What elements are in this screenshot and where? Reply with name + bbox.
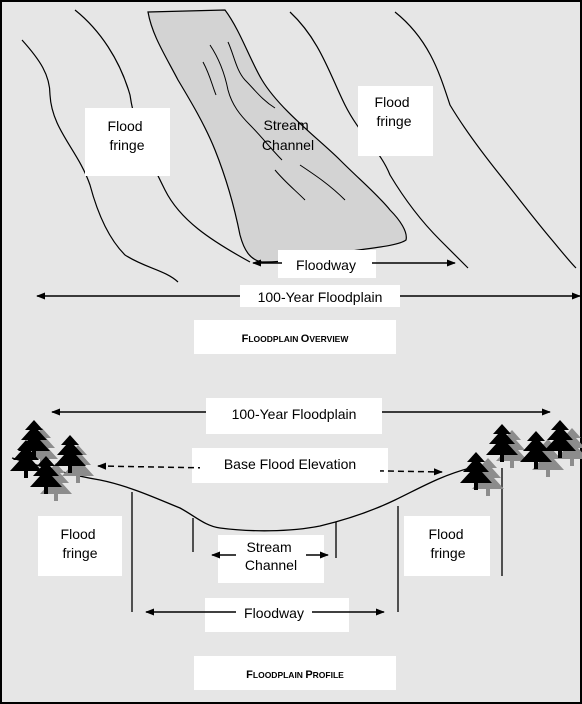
- profile-flood-fringe-right-box: [404, 516, 490, 576]
- base-flood-elevation-label: Base Flood Elevation: [224, 456, 356, 472]
- floodplain-profile: 100-Year Floodplain Base Flood Elevation…: [10, 398, 582, 690]
- floodplain-boundary-left: [21, 39, 179, 283]
- profile-caption: FLOODPLAIN PROFILE: [246, 669, 344, 681]
- flood-fringe-right-box: [358, 86, 433, 156]
- floodplain-box: [240, 285, 400, 307]
- flood-fringe-right-label: Flood fringe: [375, 94, 414, 129]
- profile-flood-fringe-left-box: [38, 516, 122, 576]
- profile-caption-box: [194, 656, 396, 690]
- streamline: [227, 41, 276, 109]
- ground-profile: [11, 457, 471, 532]
- floodplain-overview: Flood fringe Flood fringe Stream Channel…: [21, 9, 581, 354]
- stream-channel-label: Stream Channel: [262, 117, 314, 153]
- profile-flood-fringe-right-label: Flood fringe: [429, 526, 468, 561]
- floodway-boundary-right: [289, 11, 469, 269]
- profile-floodway-label: Floodway: [244, 605, 304, 621]
- profile-floodplain-box: [206, 398, 382, 434]
- streamline: [274, 169, 306, 201]
- overview-caption-box: [194, 320, 396, 354]
- floodplain-label: 100-Year Floodplain: [258, 289, 383, 305]
- flood-fringe-left-label: Flood fringe: [108, 118, 147, 153]
- floodplain-boundary-right: [394, 11, 577, 269]
- overview-caption: FLOODPLAIN OVERVIEW: [242, 333, 350, 345]
- profile-flood-fringe-left-label: Flood fringe: [61, 526, 100, 561]
- streamline: [202, 61, 217, 96]
- streamline: [209, 44, 283, 161]
- floodway-label: Floodway: [296, 257, 356, 273]
- profile-floodplain-label: 100-Year Floodplain: [232, 406, 357, 422]
- profile-stream-channel-label: Stream Channel: [245, 539, 297, 573]
- streamline: [299, 164, 346, 201]
- flood-fringe-left-box: [85, 108, 170, 176]
